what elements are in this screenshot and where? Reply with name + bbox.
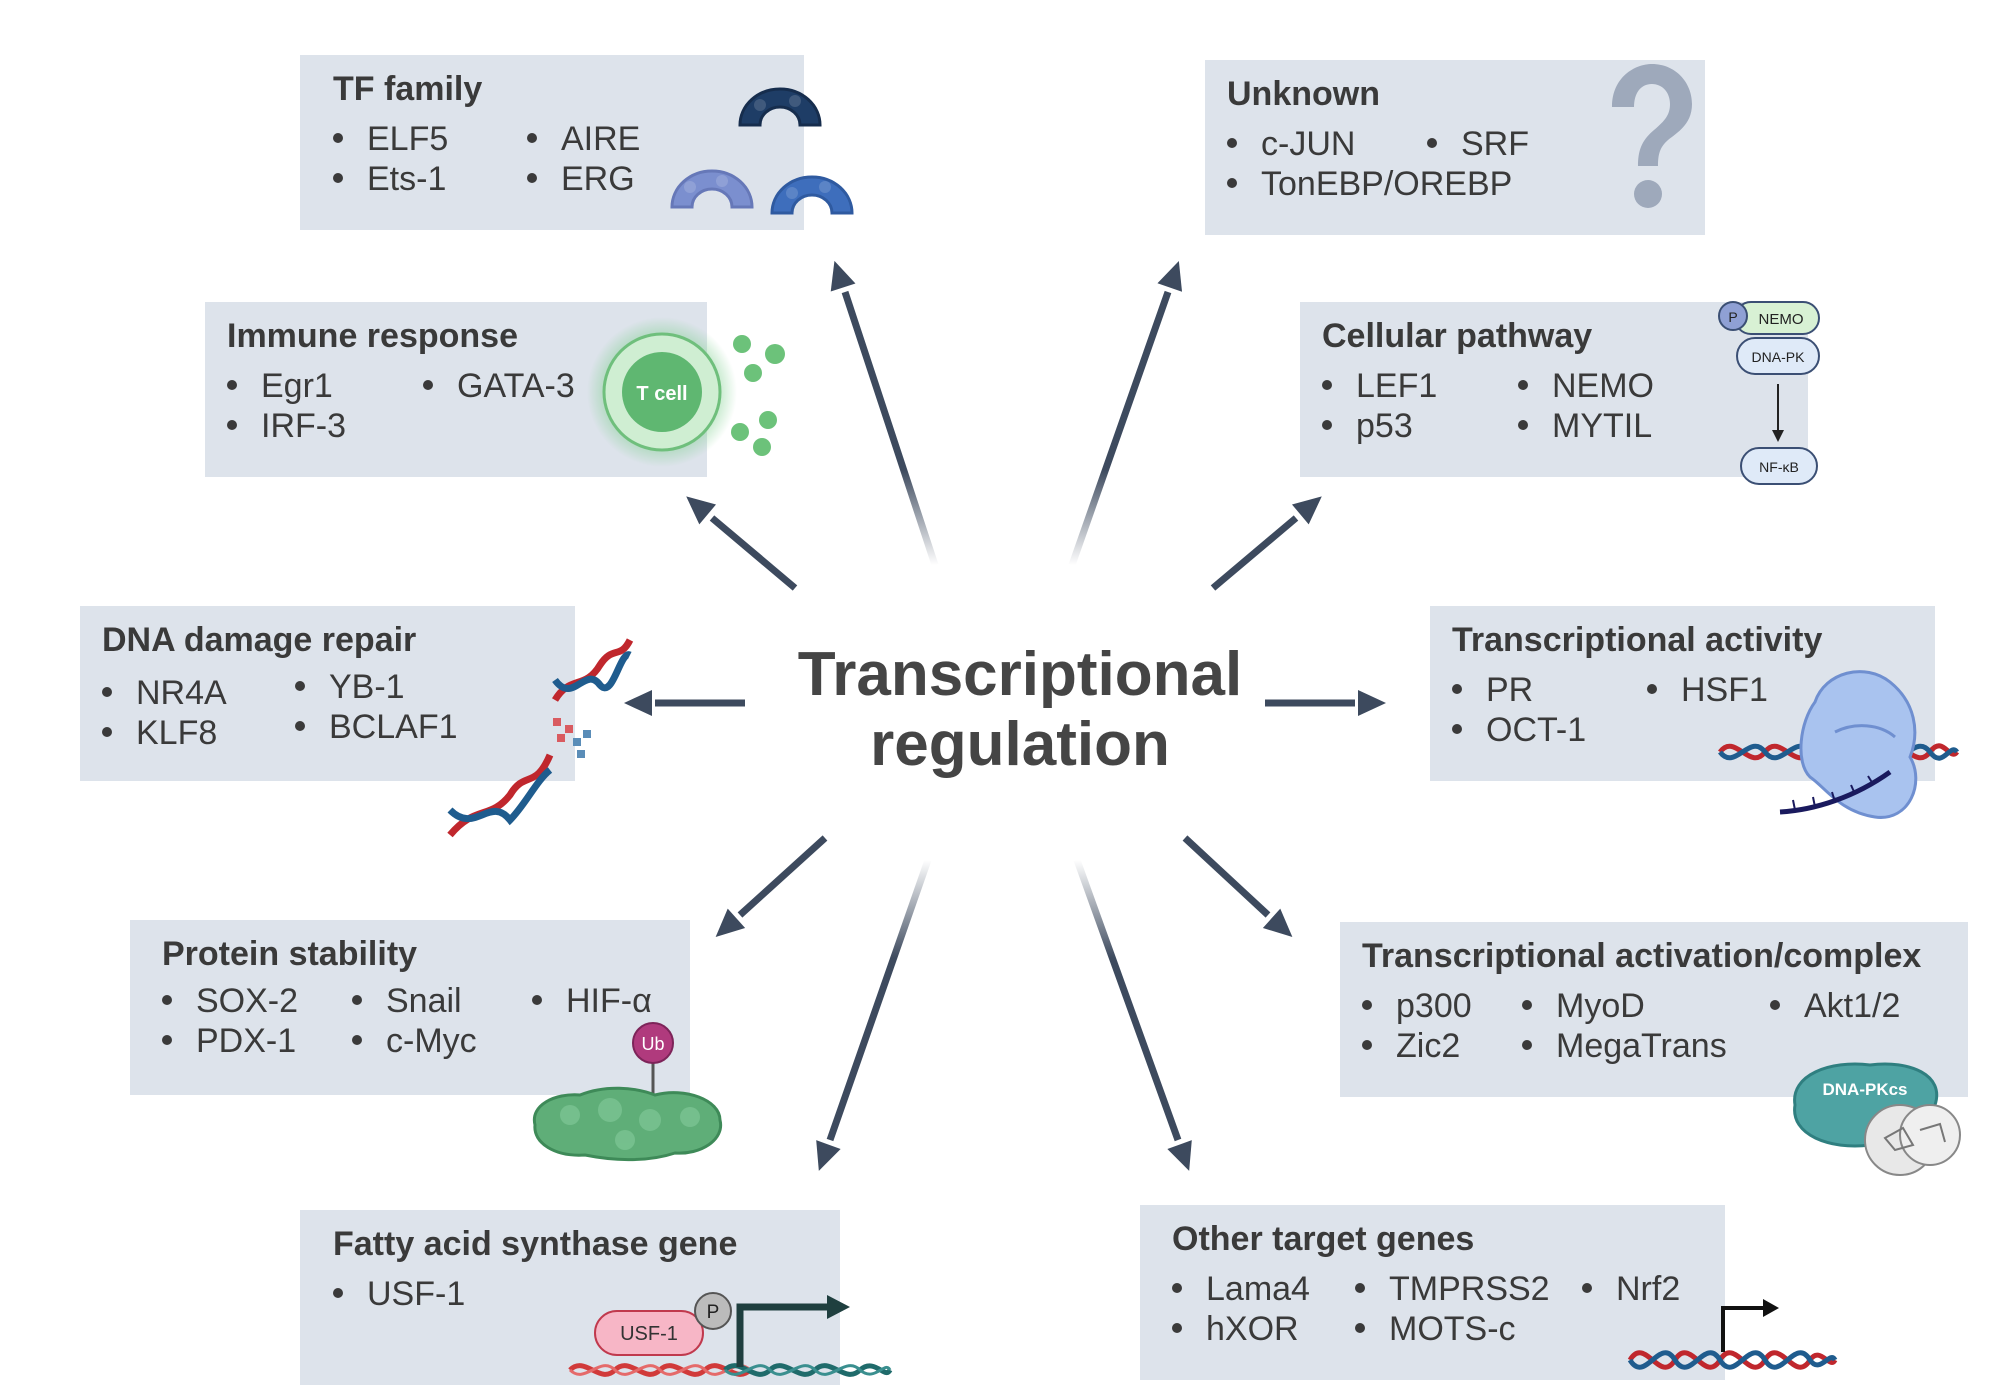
list-item: USF-1 <box>333 1275 465 1314</box>
center-title-line2: regulation <box>870 710 1170 779</box>
usf1-label: USF-1 <box>620 1323 678 1345</box>
p-label: P <box>1728 309 1737 325</box>
arrow-immune <box>709 515 798 591</box>
list-item: TonEBP/OREBP <box>1227 165 1512 204</box>
arrowhead-activation <box>1262 908 1293 938</box>
box-title: Cellular pathway <box>1322 317 1593 355</box>
list-item: BCLAF1 <box>295 708 458 747</box>
p-label: P <box>707 1302 720 1323</box>
list-item: hXOR <box>1172 1310 1299 1349</box>
list-item: KLF8 <box>102 714 217 753</box>
arrow-fatty-acid <box>826 858 932 1142</box>
list-item: NR4A <box>102 674 227 713</box>
box-title: Immune response <box>227 317 518 355</box>
list-item: OCT-1 <box>1452 711 1586 750</box>
arrow-tf-family <box>841 290 939 567</box>
list-item: Ets-1 <box>333 160 446 199</box>
box-title: Protein stability <box>162 935 418 973</box>
polymerase-dna-icon <box>1718 670 1960 819</box>
ubiquitinated-protein-icon: Ub <box>532 1022 723 1162</box>
nfkb-pathway-diagram: NEMO P DNA-PK NF-κB <box>1718 301 1820 485</box>
list-item: YB-1 <box>295 668 405 707</box>
nemo-label: NEMO <box>1759 311 1804 328</box>
box-title: Fatty acid synthase gene <box>333 1225 738 1263</box>
arrowhead-immune <box>686 496 717 525</box>
usf1-promoter-icon: USF-1 P <box>568 1292 893 1377</box>
list-item: MegaTrans <box>1522 1027 1727 1066</box>
list-item: TMPRSS2 <box>1355 1270 1550 1309</box>
list-item: ERG <box>527 160 635 199</box>
nfkb-label: NF-κB <box>1759 459 1799 475</box>
arrowhead-fatty-acid <box>816 1140 841 1171</box>
box-title: TF family <box>333 70 483 108</box>
list-item: MyoD <box>1522 987 1645 1026</box>
list-item: MOTS-c <box>1355 1310 1516 1349</box>
broken-dna-icon <box>447 638 634 838</box>
arrow-activation <box>1182 835 1271 918</box>
list-item: c-JUN <box>1227 125 1355 164</box>
list-item: p300 <box>1362 987 1472 1026</box>
box-other-targets: Other target genes Lama4 TMPRSS2 Nrf2 hX… <box>1140 1205 1725 1380</box>
list-item: ELF5 <box>333 120 448 159</box>
center-title-line1: Transcriptional <box>797 640 1243 709</box>
t-cell-label: T cell <box>636 383 687 405</box>
list-item: HSF1 <box>1647 671 1768 710</box>
list-item: HIF-α <box>532 982 652 1021</box>
list-item: PDX-1 <box>162 1022 296 1061</box>
box-title: Other target genes <box>1172 1220 1475 1258</box>
list-item: GATA-3 <box>423 367 575 406</box>
arrow-other-targets <box>1073 858 1182 1142</box>
list-item: SRF <box>1427 125 1529 164</box>
box-title: Transcriptional activity <box>1452 621 1823 659</box>
box-cellular-pathway: Cellular pathway LEF1 NEMO p53 MYTIL <box>1300 302 1808 477</box>
tf-protein-icon <box>670 87 854 215</box>
list-item: c-Myc <box>352 1022 477 1061</box>
box-title: DNA damage repair <box>102 621 417 659</box>
box-protein-stability: Protein stability SOX-2 Snail HIF-α PDX-… <box>130 920 690 1095</box>
list-item: AIRE <box>527 120 640 159</box>
gene-promoter-icon <box>1627 1299 1838 1370</box>
arrow-unknown <box>1068 290 1172 567</box>
dna-pkcs-label: DNA-PKcs <box>1822 1080 1907 1099</box>
dnapk-label: DNA-PK <box>1752 349 1806 365</box>
box-unknown: Unknown c-JUN SRF TonEBP/OREBP <box>1205 60 1705 235</box>
arrowhead-unknown <box>1157 260 1183 292</box>
list-item: PR <box>1452 671 1533 710</box>
box-tf-family: TF family ELF5 AIRE Ets-1 ERG <box>300 55 804 230</box>
arrowhead-cellular <box>1291 496 1322 525</box>
list-item: LEF1 <box>1322 367 1437 406</box>
list-item: IRF-3 <box>227 407 346 446</box>
list-item: SOX-2 <box>162 982 298 1021</box>
arrowhead-protein-stability <box>715 908 746 938</box>
box-title: Transcriptional activation/complex <box>1362 937 1922 975</box>
t-cell-icon: T cell <box>587 317 785 467</box>
arrow-protein-stability <box>737 835 828 918</box>
list-item: Lama4 <box>1172 1270 1310 1309</box>
box-dna-damage-repair: DNA damage repair NR4A YB-1 KLF8 BCLAF1 <box>80 606 575 781</box>
arrowhead-dna-repair <box>624 690 652 716</box>
list-item: p53 <box>1322 407 1413 446</box>
arrow-cellular <box>1210 515 1299 591</box>
list-item: Zic2 <box>1362 1027 1460 1066</box>
list-item: NEMO <box>1518 367 1654 406</box>
list-item: Nrf2 <box>1582 1270 1680 1309</box>
ub-label: Ub <box>641 1034 664 1054</box>
box-title: Unknown <box>1227 75 1380 113</box>
box-transcriptional-activation: Transcriptional activation/complex p300 … <box>1340 922 1968 1097</box>
list-item: Egr1 <box>227 367 333 406</box>
question-mark-icon <box>1612 64 1692 208</box>
center-title: Transcriptional regulation <box>760 640 1280 780</box>
list-item: MYTIL <box>1518 407 1652 446</box>
list-item: Snail <box>352 982 462 1021</box>
list-item: Akt1/2 <box>1770 987 1900 1026</box>
dna-pkcs-complex-icon: DNA-PKcs <box>1793 1062 1961 1176</box>
arrowhead-transcriptional-activity <box>1358 690 1386 716</box>
arrowhead-other-targets <box>1167 1140 1192 1171</box>
box-fatty-acid: Fatty acid synthase gene USF-1 <box>300 1210 840 1385</box>
arrowhead-tf-family <box>830 260 856 292</box>
